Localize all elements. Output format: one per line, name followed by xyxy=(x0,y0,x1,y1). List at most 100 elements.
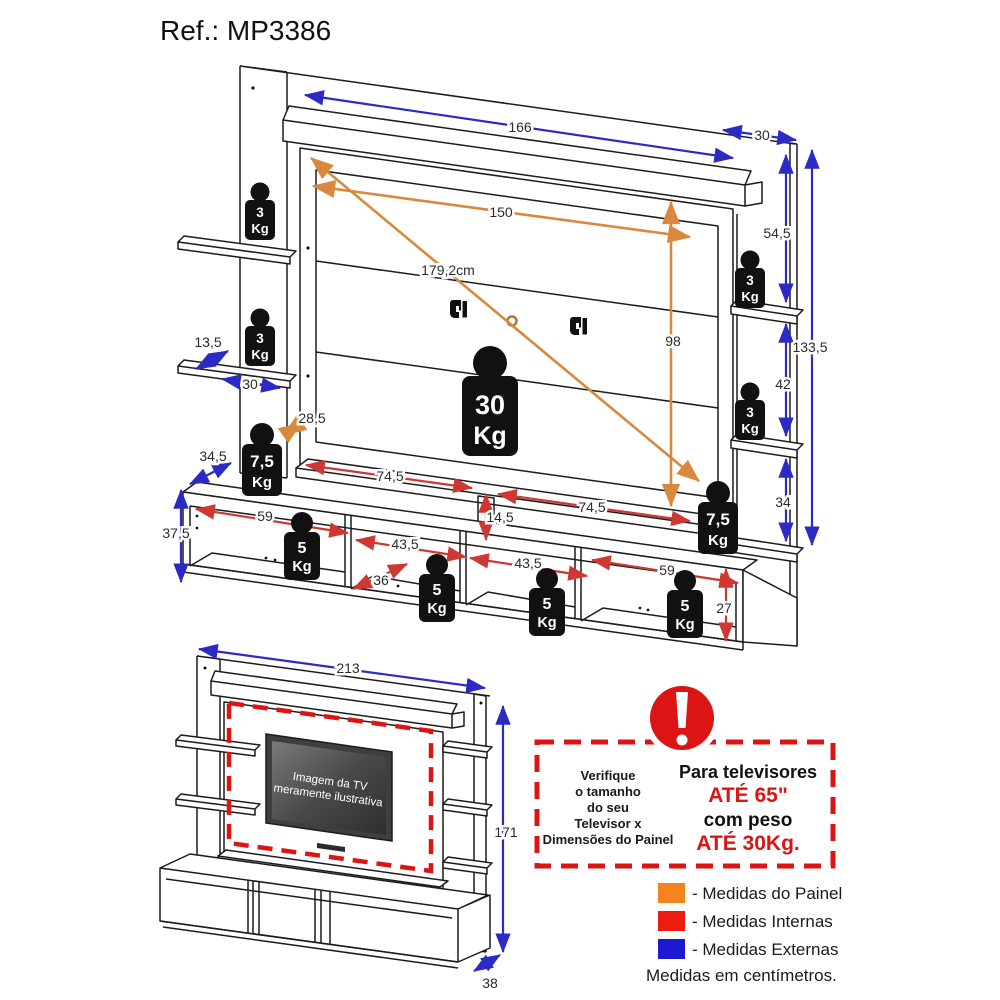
dim-line xyxy=(304,459,474,494)
weight-value: 5 xyxy=(433,582,442,599)
weight-icon-5kg: 5 Kg xyxy=(529,568,565,636)
dim-line xyxy=(590,555,740,588)
pin-hole-dot xyxy=(638,606,642,610)
dim-54-5: 54,5 xyxy=(761,153,794,304)
dim-label: 43,5 xyxy=(391,536,418,552)
dim-label: 30 xyxy=(754,127,770,143)
page-title: Ref.: MP3386 xyxy=(160,15,331,46)
right-outer-panel-lines xyxy=(789,142,798,647)
warning-left-text: Verifique o tamanho do seu Televisor x D… xyxy=(543,768,674,847)
dim-30-top: 30 xyxy=(721,124,798,146)
exclamation-bar xyxy=(676,692,688,728)
dim-line xyxy=(473,954,501,972)
weight-body xyxy=(735,268,765,308)
dim-label: 179,2cm xyxy=(421,262,475,278)
dim-label: 34,5 xyxy=(199,448,226,464)
dim-label: 133,5 xyxy=(792,339,827,355)
mini-unit-drawing: Imagem da TV meramente ilustrativa 213 1… xyxy=(159,643,520,994)
weight-icon-30kg: 30 Kg xyxy=(462,346,518,456)
hole-dot xyxy=(306,246,310,250)
weight-value: 30 xyxy=(475,390,505,420)
weight-body xyxy=(419,574,455,622)
weight-unit: Kg xyxy=(427,601,446,617)
weight-icon-5kg: 5 Kg xyxy=(667,570,703,638)
weight-value: 3 xyxy=(746,405,754,420)
dim-label: 74,5 xyxy=(376,468,403,484)
pin-hole-dot xyxy=(273,558,277,562)
weight-icon-5kg: 5 Kg xyxy=(419,554,455,622)
weight-unit: Kg xyxy=(708,532,728,549)
weight-head xyxy=(740,382,760,402)
dim-label: 42 xyxy=(775,376,791,392)
dim-59-right: 59 xyxy=(590,555,740,588)
warning-line: do seu xyxy=(587,800,629,815)
weight-body xyxy=(245,326,275,366)
weight-icon-7-5kg: 7,5 Kg xyxy=(698,481,738,554)
dim-label: 43,5 xyxy=(514,555,541,571)
weight-value: 7,5 xyxy=(706,510,730,529)
weight-body xyxy=(462,376,518,456)
dim-166: 166 xyxy=(303,90,735,163)
dim-label: 98 xyxy=(665,333,681,349)
dim-43-5-right: 43,5 xyxy=(468,553,589,581)
dim-42: 42 xyxy=(773,322,794,438)
hole-dot xyxy=(251,86,255,90)
warning-box: Verifique o tamanho do seu Televisor x D… xyxy=(534,680,836,869)
dim-34-5: 34,5 xyxy=(189,446,232,485)
weight-icon-3kg: 3 Kg xyxy=(735,382,765,440)
weight-icon-3kg: 3 Kg xyxy=(245,182,275,240)
mini-right-panel xyxy=(473,693,487,953)
mini-right-shelves xyxy=(442,740,493,875)
exclamation-dot xyxy=(676,734,688,746)
dim-213: 213 xyxy=(197,643,487,694)
dim-label: 54,5 xyxy=(763,225,790,241)
dim-98: 98 xyxy=(661,200,683,508)
weight-unit: Kg xyxy=(741,421,758,436)
legend-footnote: Medidas em centímetros. xyxy=(646,966,837,985)
mini-left-shelves xyxy=(175,734,261,816)
weight-body xyxy=(698,502,738,554)
weight-body xyxy=(529,588,565,636)
weight-value: 3 xyxy=(746,273,754,288)
dim-74-5-right: 74,5 xyxy=(496,488,692,527)
hole-dot xyxy=(203,666,207,670)
dim-label: 38 xyxy=(482,975,498,991)
weight-value: 3 xyxy=(256,331,264,346)
dim-74-5-left: 74,5 xyxy=(304,459,474,494)
dim-line xyxy=(220,374,282,393)
dim-line xyxy=(721,124,798,146)
weight-unit: Kg xyxy=(292,559,311,575)
dim-line xyxy=(277,414,308,444)
weight-unit: Kg xyxy=(251,347,268,362)
warning-line: o tamanho xyxy=(575,784,641,799)
dim-label: 59 xyxy=(659,562,675,578)
dim-label: 30 xyxy=(242,376,258,392)
warning-emphasis-line: ATÉ 65" xyxy=(708,784,788,807)
legend: - Medidas do Painel - Medidas Internas -… xyxy=(646,883,842,985)
warning-right-text: Para televisores ATÉ 65" com peso ATÉ 30… xyxy=(679,762,817,855)
dim-59-left: 59 xyxy=(194,504,350,538)
weight-unit: Kg xyxy=(741,289,758,304)
dim-179-2: 179,2cm xyxy=(310,157,700,482)
weight-head xyxy=(250,423,274,447)
weight-value: 5 xyxy=(681,598,690,615)
dim-label: 74,5 xyxy=(578,499,605,515)
cabinet-plinth xyxy=(182,563,744,651)
cabinet-right-face xyxy=(742,569,798,647)
tv-illustration: Imagem da TV meramente ilustrativa xyxy=(265,733,393,852)
tv-screen xyxy=(272,741,386,835)
weight-head xyxy=(674,570,696,592)
weight-head xyxy=(536,568,558,590)
internal-dimensions: 74,5 14,5 74,5 59 43,5 36 43,5 59 xyxy=(194,459,740,643)
external-dimensions: 166 30 54,5 42 34 133,5 13,5 30 xyxy=(160,90,830,584)
weight-icon-5kg: 5 Kg xyxy=(284,512,320,580)
weight-unit: Kg xyxy=(473,422,506,450)
dim-label: 27 xyxy=(716,600,732,616)
weight-value: 5 xyxy=(543,596,552,613)
dim-line xyxy=(194,504,350,538)
weight-unit: Kg xyxy=(537,615,556,631)
weight-value: 7,5 xyxy=(250,452,274,471)
weight-unit: Kg xyxy=(252,474,272,491)
weight-unit: Kg xyxy=(251,221,268,236)
